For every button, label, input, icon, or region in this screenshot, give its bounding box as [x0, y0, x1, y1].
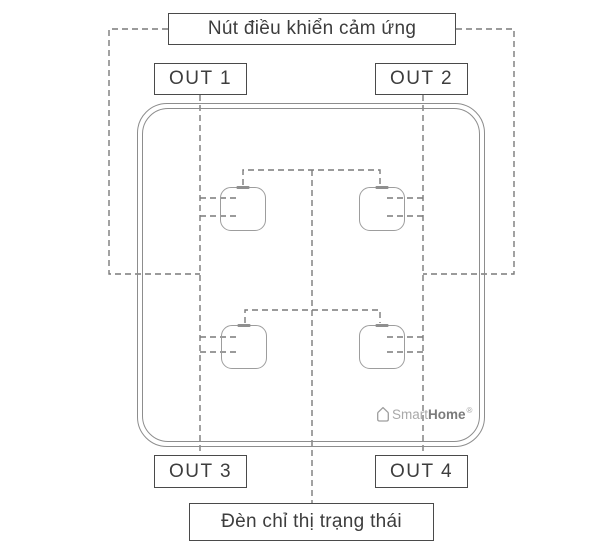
label-touch-control: Nút điều khiển cảm ứng — [168, 13, 456, 45]
label-status-led-text: Đèn chỉ thị trạng thái — [221, 511, 402, 532]
label-out4-text: OUT 4 — [389, 460, 454, 482]
label-status-led: Đèn chỉ thị trạng thái — [189, 503, 434, 541]
led-indicator-4 — [375, 324, 389, 327]
logo-text-smart: Smart — [392, 406, 429, 422]
label-touch-control-text: Nút điều khiển cảm ứng — [207, 18, 417, 39]
touch-button-3 — [221, 324, 267, 369]
touch-button-1 — [220, 186, 266, 231]
label-out1: OUT 1 — [154, 63, 247, 95]
logo-text-home: Home — [428, 406, 466, 422]
led-indicator-3 — [237, 324, 251, 327]
label-out4: OUT 4 — [375, 455, 468, 488]
registered-mark: ® — [466, 405, 473, 415]
label-out1-text: OUT 1 — [168, 68, 233, 89]
house-icon — [377, 406, 389, 422]
label-out2-text: OUT 2 — [389, 68, 454, 89]
label-out3: OUT 3 — [154, 455, 247, 488]
label-out2: OUT 2 — [375, 63, 468, 95]
led-indicator-1 — [236, 186, 250, 189]
touch-button-4 — [359, 324, 405, 369]
button-pointer-lines — [200, 197, 423, 353]
touch-button-2 — [359, 186, 405, 231]
status-led-line — [242, 169, 381, 503]
label-out3-text: OUT 3 — [168, 460, 233, 482]
led-indicator-2 — [375, 186, 389, 189]
touch-label-bracket — [108, 28, 515, 275]
